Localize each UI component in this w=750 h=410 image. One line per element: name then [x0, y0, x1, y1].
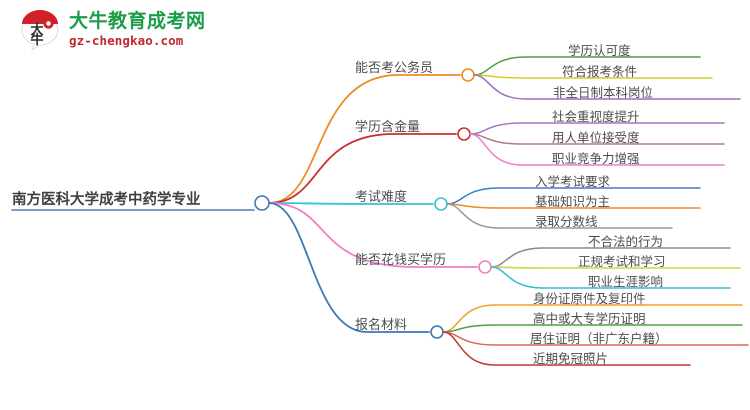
connector-path: [268, 202, 434, 205]
connector-path: [446, 203, 673, 229]
root-node-circle[interactable]: [254, 195, 270, 211]
logo-text: 大牛教育成考网 gz-chengkao.com: [69, 12, 206, 48]
site-logo[interactable]: 大 牛 大牛教育成考网 gz-chengkao.com: [18, 8, 206, 52]
connector-path: [490, 266, 731, 289]
branch-node-label-2[interactable]: 考试难度: [355, 190, 408, 205]
leaf-node-label-3-1[interactable]: 正规考试和学习: [578, 254, 666, 269]
branch-node-circle-3[interactable]: [478, 260, 492, 274]
leaf-node-label-1-1[interactable]: 用人单位接受度: [552, 130, 640, 145]
leaf-node-label-3-0[interactable]: 不合法的行为: [588, 234, 664, 249]
leaf-node-label-0-2[interactable]: 非全日制本科岗位: [553, 85, 654, 100]
branch-node-label-4[interactable]: 报名材料: [355, 318, 408, 333]
leaf-node-label-2-1[interactable]: 基础知识为主: [535, 194, 611, 209]
leaf-node-label-4-2[interactable]: 居住证明（非广东户籍）: [530, 331, 668, 346]
leaf-node-label-2-2[interactable]: 录取分数线: [535, 214, 598, 229]
branch-node-circle-1[interactable]: [457, 127, 471, 141]
leaf-node-label-4-0[interactable]: 身份证原件及复印件: [533, 291, 646, 306]
leaf-node-label-4-1[interactable]: 高中或大专学历证明: [533, 311, 646, 326]
root-node-label[interactable]: 南方医科大学成考中药学专业: [12, 192, 201, 208]
connector-path: [268, 202, 478, 268]
connector-path: [268, 74, 461, 204]
logo-domain: gz-chengkao.com: [69, 33, 184, 49]
branch-node-circle-0[interactable]: [461, 68, 475, 82]
branch-node-label-1[interactable]: 学历含金量: [355, 120, 421, 135]
leaf-node-label-4-3[interactable]: 近期免冠照片: [533, 351, 609, 366]
svg-text:大: 大: [30, 22, 43, 38]
connector-path: [469, 122, 725, 135]
connector-path: [442, 331, 691, 366]
leaf-node-label-0-1[interactable]: 符合报考条件: [562, 64, 638, 79]
leaf-node-label-1-2[interactable]: 职业竞争力增强: [552, 151, 640, 166]
connector-path: [473, 74, 741, 100]
leaf-node-label-3-2[interactable]: 职业生涯影响: [588, 274, 664, 289]
branch-node-circle-2[interactable]: [434, 197, 448, 211]
connector-path: [469, 133, 725, 166]
branch-node-circle-4[interactable]: [430, 325, 444, 339]
leaf-node-label-0-0[interactable]: 学历认可度: [568, 43, 631, 58]
branch-node-label-3[interactable]: 能否花钱买学历: [355, 253, 447, 268]
connector-path: [268, 202, 430, 333]
daniu-logo-icon: 大 牛: [18, 8, 62, 52]
svg-text:牛: 牛: [30, 32, 43, 48]
branch-node-label-0[interactable]: 能否考公务员: [355, 61, 434, 76]
logo-title: 大牛教育成考网: [69, 10, 206, 33]
connector-path: [268, 133, 457, 204]
leaf-node-label-1-0[interactable]: 社会重视度提升: [552, 109, 640, 124]
leaf-node-label-2-0[interactable]: 入学考试要求: [535, 174, 611, 189]
